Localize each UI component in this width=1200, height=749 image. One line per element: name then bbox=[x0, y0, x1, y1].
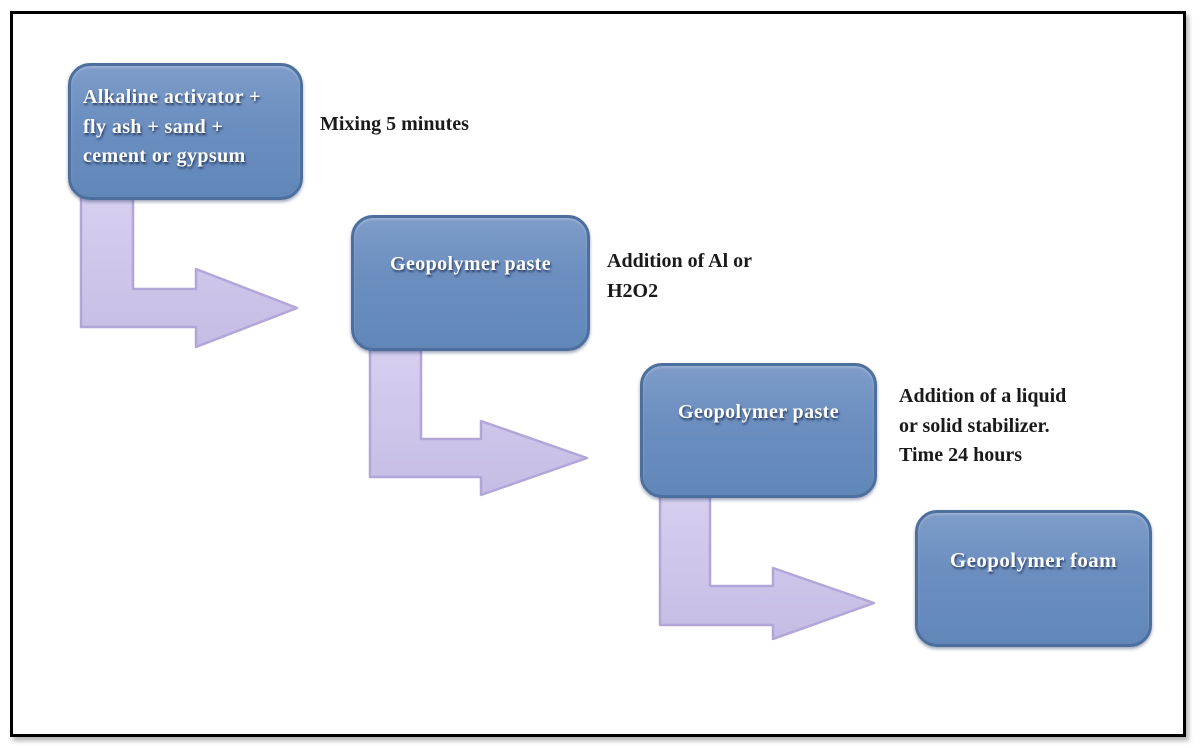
figure-frame: Alkaline activator + fly ash + sand + ce… bbox=[10, 11, 1186, 737]
flow-box-geopolymer-foam: Geopolymer foam bbox=[915, 510, 1152, 647]
annotation-mixing-time: Mixing 5 minutes bbox=[320, 113, 469, 135]
annotation-foaming-agent: Addition of Al or H2O2 bbox=[607, 250, 753, 302]
flow-box-label: Geopolymer paste bbox=[389, 253, 551, 276]
flow-box-geopolymer-paste-2: Geopolymer paste bbox=[640, 363, 877, 498]
flow-box-geopolymer-paste-1: Geopolymer paste bbox=[351, 215, 590, 351]
annotation-stabilizer: Addition of a liquid or solid stabilizer… bbox=[899, 385, 1067, 466]
bent-arrow-2 bbox=[368, 348, 589, 497]
flow-box-label: Geopolymer paste bbox=[677, 400, 839, 423]
bent-arrow-1 bbox=[79, 195, 299, 349]
bent-arrow-3 bbox=[658, 492, 876, 641]
flow-box-ingredients: Alkaline activator + fly ash + sand + ce… bbox=[68, 63, 303, 200]
flow-box-label: Alkaline activator + fly ash + sand + ce… bbox=[83, 86, 261, 167]
flow-box-label: Geopolymer foam bbox=[949, 547, 1118, 572]
